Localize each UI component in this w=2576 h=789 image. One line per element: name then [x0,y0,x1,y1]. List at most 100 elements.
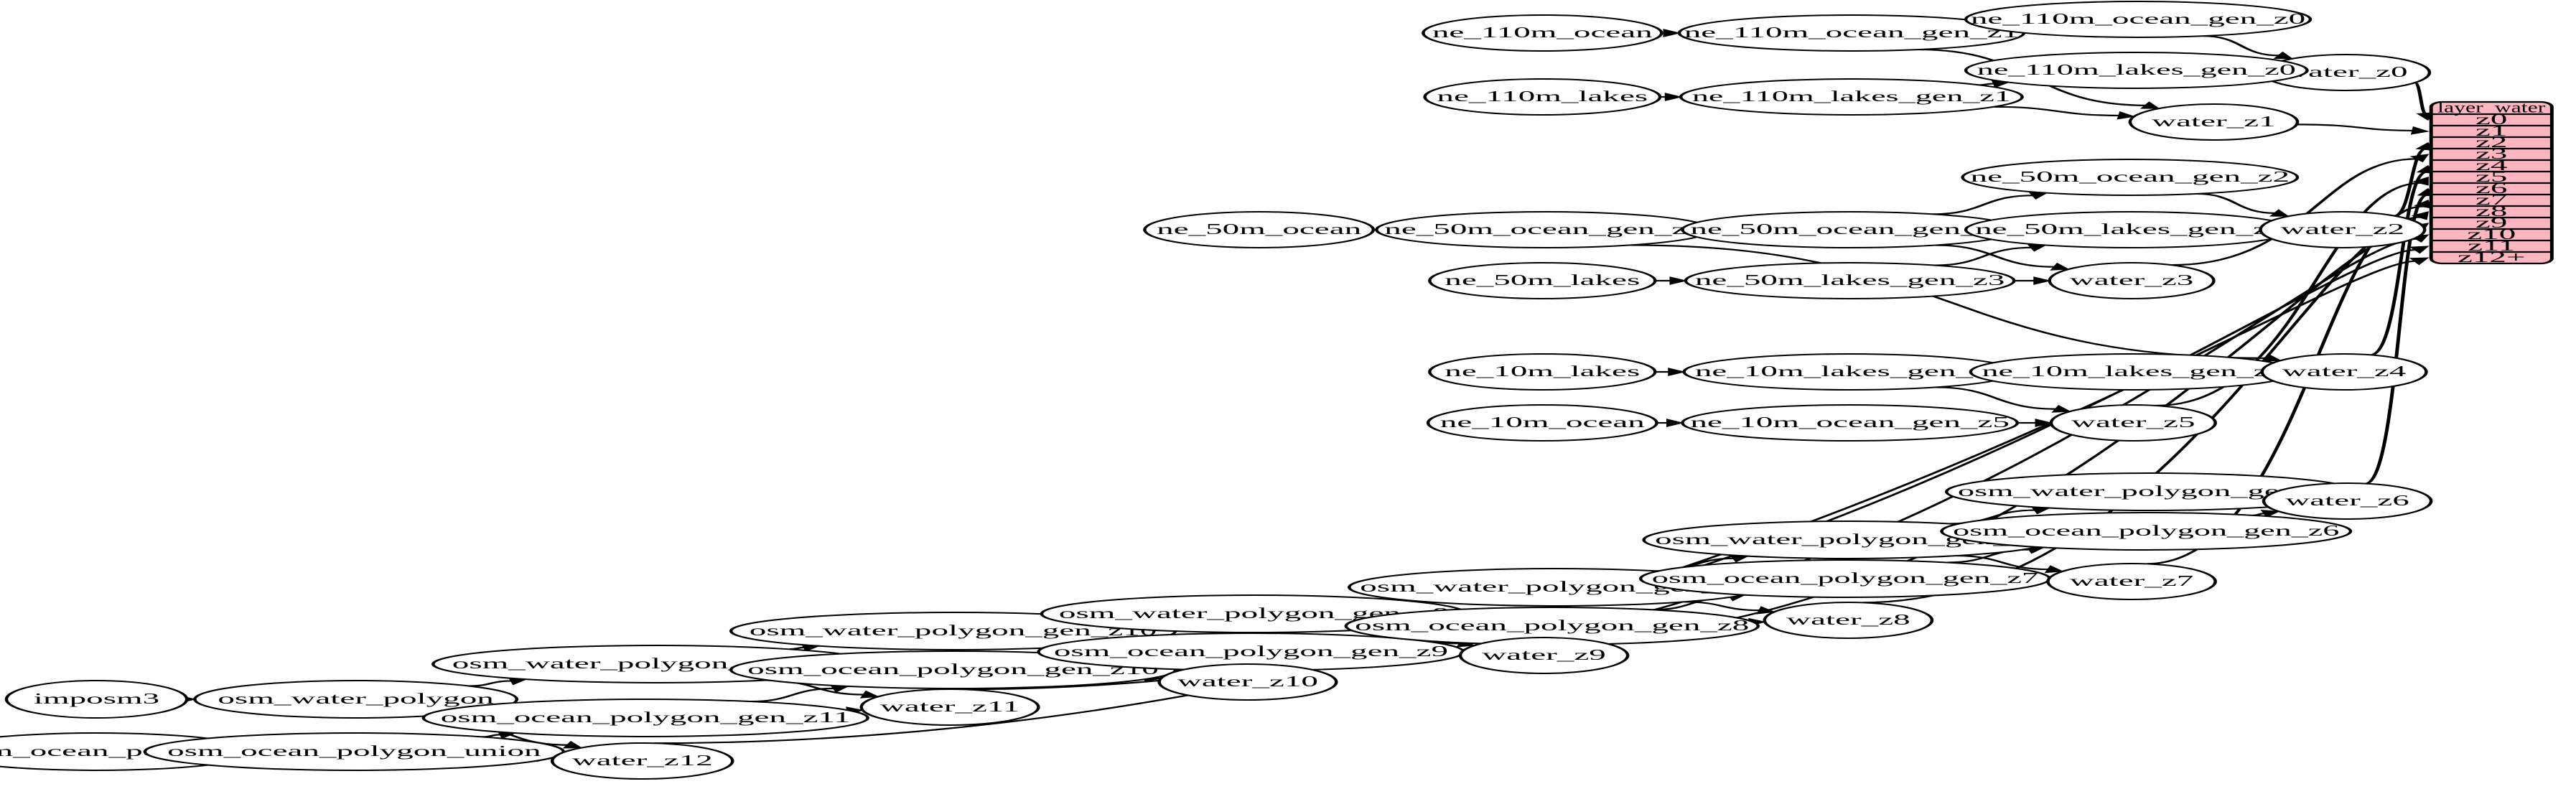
graph-node-ne_50m_lakes_gen_z3[interactable]: ne_50m_lakes_gen_z3 [1684,262,2016,299]
edge-arrowhead [1666,419,1684,427]
layer-water-row-z2[interactable]: z2 [2475,134,2507,150]
graph-node-water_z0[interactable]: water_z0 [2260,54,2432,91]
node-ellipse [2259,211,2427,248]
node-label: ne_50m_ocean_gen_z4 [1384,220,1704,237]
node-ellipse [1428,262,1657,299]
edge-arrowhead [2051,404,2072,413]
layer-water-row-z8[interactable]: z8 [2475,202,2507,219]
graph-node-water_z9[interactable]: water_z9 [1458,637,1630,674]
node-label: water_z9 [1482,646,1606,663]
graph-node-osm_ocean_polygon_union[interactable]: osm_ocean_polygon_union [143,732,566,771]
graph-node-water_z8[interactable]: water_z8 [1763,602,1934,639]
node-ellipse [2262,482,2433,520]
graph-edge [2413,82,2428,115]
graph-node-ne_10m_lakes_gen_z4[interactable]: ne_10m_lakes_gen_z4 [1969,353,2298,391]
edge-arrowhead [2414,199,2432,209]
node-label: imposm3 [34,690,159,706]
graph-edge [1935,244,2055,268]
edge-arrowhead [2411,211,2429,220]
graph-node-osm_water_polygon[interactable]: osm_water_polygon [193,680,519,719]
graph-node-ne_110m_lakes_gen_z1[interactable]: ne_110m_lakes_gen_z1 [1679,78,2024,116]
node-label: osm_water_polygon_gen_z9 [1059,604,1450,621]
node-label: ne_50m_ocean [1157,220,1361,237]
graph-node-ne_50m_lakes_gen_z2[interactable]: ne_50m_lakes_gen_z2 [1964,211,2296,248]
layer-water-row-z0[interactable]: z0 [2475,111,2507,127]
graph-edge [1630,244,2267,360]
layer-water-row-z6[interactable]: z6 [2475,179,2507,196]
graph-node-ne_50m_ocean[interactable]: ne_50m_ocean [1143,211,1376,248]
graph-edge [1934,246,2033,266]
edge-arrowhead [2269,209,2290,217]
node-ellipse [1422,14,1663,52]
node-ellipse [1426,404,1658,442]
layer-water-row-z11[interactable]: z11 [2468,237,2515,253]
graph-node-water_z3[interactable]: water_z3 [2048,262,2216,299]
node-label: ne_110m_lakes [1437,88,1648,104]
edge-arrowhead [2273,51,2294,60]
graph-node-ne_50m_ocean_gen_z2[interactable]: ne_50m_ocean_gen_z2 [1961,159,2300,196]
graph-node-water_z2[interactable]: water_z2 [2259,211,2427,248]
node-label: water_z8 [1786,611,1910,627]
graph-node-ne_10m_lakes_gen_z5[interactable]: ne_10m_lakes_gen_z5 [1682,353,2017,391]
graph-node-water_z12[interactable]: water_z12 [550,742,734,780]
graph-node-water_z7[interactable]: water_z7 [2046,563,2217,600]
graph-node-osm_ocean_polygon_gen_z8[interactable]: osm_ocean_polygon_gen_z8 [1344,607,1760,645]
graph-node-water_z10[interactable]: water_z10 [1157,663,1338,701]
layer-water-row-z9[interactable]: z9 [2475,214,2507,230]
node-label: ne_110m_lakes_gen_z0 [1977,61,2296,78]
graph-node-osm_ocean_polygon_gen_z11[interactable]: osm_ocean_polygon_gen_z11 [421,699,869,737]
node-label: water_z10 [1177,673,1318,689]
graph-node-ne_10m_ocean_gen_z5[interactable]: ne_10m_ocean_gen_z5 [1681,404,2020,442]
node-label: ne_110m_ocean_gen_z1 [1684,24,2019,40]
graph-edge [750,687,835,703]
graph-edge [653,260,2416,744]
edge-arrowhead [2409,154,2430,163]
graph-node-water_z5[interactable]: water_z5 [2049,404,2217,442]
node-ellipse [1964,1,2313,38]
graph-node-imposm3[interactable]: imposm3 [4,680,189,719]
node-label: water_z4 [2282,363,2407,379]
graph-node-ne_50m_lakes[interactable]: ne_50m_lakes [1428,262,1657,299]
graph-node-ne_110m_ocean[interactable]: ne_110m_ocean [1422,14,1663,52]
node-ellipse [2046,563,2217,600]
layer-water-row-z12+[interactable]: z12+ [2458,248,2526,265]
graph-node-ne_110m_lakes_gen_z0[interactable]: ne_110m_lakes_gen_z0 [1964,52,2309,89]
graph-node-water_z11[interactable]: water_z11 [859,688,1040,726]
graph-node-ne_110m_lakes[interactable]: ne_110m_lakes [1423,78,1662,116]
edge-arrowhead [2050,262,2071,271]
layer-water-row-z7[interactable]: z7 [2475,191,2507,207]
graph-edge [1935,386,2057,410]
graph-node-ne_50m_ocean_gen_z3[interactable]: ne_50m_ocean_gen_z3 [1681,211,2020,248]
graph-node-water_z6[interactable]: water_z6 [2262,482,2433,520]
layer-water-row-z10[interactable]: z10 [2467,225,2516,242]
node-ellipse [1428,353,1657,391]
edge-arrowhead [2044,565,2065,574]
node-label: osm_ocean_polygon_gen_z9 [1054,643,1448,659]
node-label: ne_50m_lakes_gen_z3 [1695,271,2005,288]
edge-arrowhead [562,741,583,749]
layer-water-row-z1[interactable]: z1 [2475,122,2507,139]
graph-node-osm_ocean_polygon_gen_z6[interactable]: osm_ocean_polygon_gen_z6 [1940,512,2353,551]
graph-node-ne_110m_ocean_gen_z0[interactable]: ne_110m_ocean_gen_z0 [1964,1,2313,38]
node-ellipse [1961,159,2300,196]
node-ellipse [2260,353,2428,391]
node-layer: imposm3osm_water_polygonosm_ocean_polygo… [0,1,2433,780]
graph-node-ne_10m_lakes[interactable]: ne_10m_lakes [1428,353,1657,391]
graph-node-osm_water_polygon_gen_z6[interactable]: osm_water_polygon_gen_z6 [1944,472,2358,511]
graph-edge [2196,192,2276,215]
graph-node-ne_50m_ocean_gen_z4[interactable]: ne_50m_ocean_gen_z4 [1375,211,1714,248]
layer-water-row-z4[interactable]: z4 [2475,157,2507,173]
graph-node-osm_ocean_polygon_gen_z7[interactable]: osm_ocean_polygon_gen_z7 [1638,559,2051,598]
layer-water-row-z3[interactable]: z3 [2475,145,2507,162]
edge-arrowhead [1663,29,1681,37]
layer-water-row-z5[interactable]: z5 [2475,168,2507,185]
edge-arrowhead [1668,368,1686,376]
node-label: water_z6 [2285,492,2409,508]
graph-edge [1956,554,2049,571]
graph-node-water_z1[interactable]: water_z1 [2128,103,2300,141]
graph-node-water_z4[interactable]: water_z4 [2260,353,2428,391]
node-ellipse [1964,52,2309,89]
node-label: ne_10m_ocean [1440,414,1645,430]
graph-node-ne_10m_ocean[interactable]: ne_10m_ocean [1426,404,1658,442]
node-label: ne_110m_ocean_gen_z0 [1971,10,2305,27]
